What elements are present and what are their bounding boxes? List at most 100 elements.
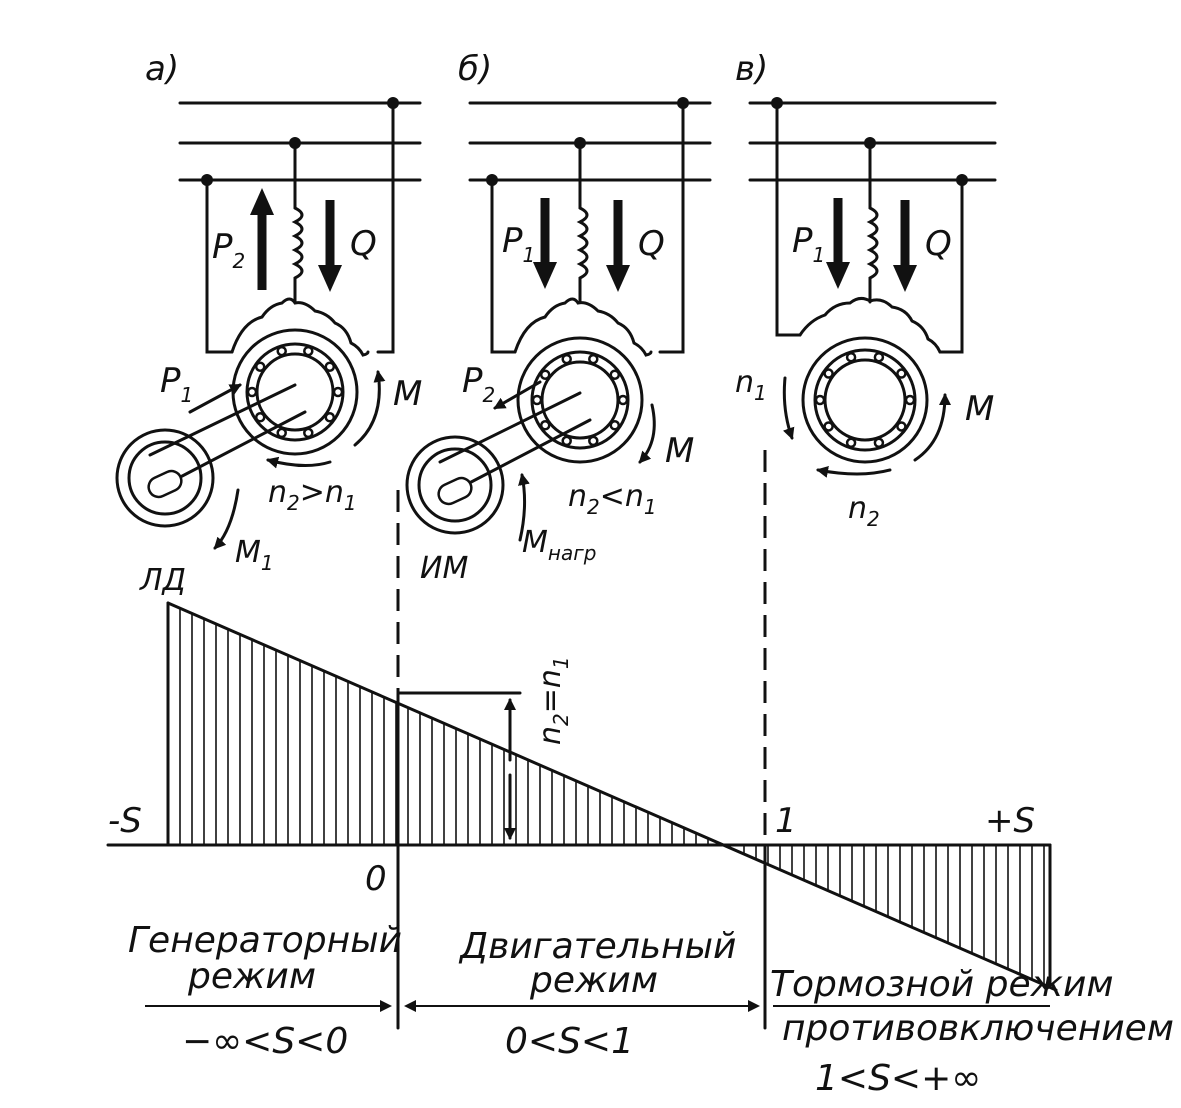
rotor-slot [873, 437, 885, 449]
panel-a-prime-mover-inner [127, 440, 203, 516]
panel-a-speed-label: n2>n1 [268, 475, 357, 515]
panel-b-speed-label: n2<n1 [568, 479, 657, 519]
panel-b-winding-coil [576, 206, 589, 304]
brake-mode-subtitle: противовключением [782, 1008, 1174, 1049]
panel-a-generator-circuit: а) P2 Q P1 M [115, 49, 422, 598]
panel-c-q-arrow-head [893, 265, 917, 292]
panel-b-stator-outer [516, 336, 644, 464]
panel-c-rotation-arrow [816, 465, 892, 478]
generator-mode-subtitle: режим [187, 956, 316, 997]
panel-b-wire-left [490, 178, 517, 354]
rotor-speed-line [166, 601, 1058, 992]
panel-b-machine-label: ИМ [420, 551, 468, 586]
panel-a-slots [246, 345, 344, 439]
negative-slip-label: -S [108, 801, 142, 841]
panel-b-wire-right [658, 101, 685, 354]
rotor-slot [254, 412, 266, 423]
rotor-slot [814, 394, 826, 406]
panel-c-wire-right [938, 178, 964, 354]
panel-c-p-label: P1 [792, 221, 825, 267]
rotor-slot [896, 368, 907, 379]
panel-a-p1-arrow [188, 383, 242, 414]
panel-a-machine-label: ЛД [139, 563, 186, 598]
panel-a-winding-coil [291, 206, 304, 304]
panel-b-working-machine-outer [405, 435, 505, 535]
rotor-slot [531, 394, 543, 406]
panel-b-q-label: Q [638, 224, 665, 264]
panel-b-slots [531, 353, 629, 447]
mode-labels: Генераторный режим Двигательный режим То… [128, 920, 1174, 1099]
rotor-slot [246, 386, 258, 398]
motor-mode-subtitle: режим [529, 960, 658, 1001]
panel-a-m1-label: M1 [235, 535, 274, 575]
slip-speed-graph: n2=n1 -S +S 0 1 [106, 450, 1058, 1030]
rotor-slot [303, 427, 314, 439]
panel-c-m-label: M [965, 389, 994, 429]
panel-c-power-arrow-head [826, 262, 850, 289]
positive-slip-label: +S [985, 801, 1035, 841]
panel-b-working-machine-inner [417, 447, 493, 523]
rotor-slot [845, 351, 857, 363]
panel-a-prime-mover-shaft [147, 469, 183, 499]
panel-a-p1-label: P1 [160, 361, 193, 407]
rotor-slot [588, 353, 599, 365]
panel-a-rotation-arrow [266, 456, 332, 469]
panel-b-m-label: M [665, 431, 694, 471]
sync-speed-label: n2=n1 [533, 656, 573, 745]
panel-a-m1-arrow [213, 488, 240, 550]
rotor-slot [609, 420, 621, 431]
panel-a-p-label: P2 [212, 227, 245, 273]
panel-a-q-arrow-head [318, 265, 342, 292]
panel-a-power-arrow-head [250, 188, 274, 215]
speed-hatching [179, 608, 1045, 985]
rotor-slot [617, 394, 629, 406]
rotor-slot [561, 435, 572, 447]
panel-c-n1-label: n1 [735, 365, 767, 405]
brake-slip-range: 1<S<+∞ [815, 1058, 981, 1099]
panel-a-stator-inner [245, 342, 345, 442]
rotor-slot [823, 368, 834, 379]
rotor-slot [332, 386, 344, 398]
rotor-slot [904, 394, 916, 406]
panel-b-power-arrow-head [533, 262, 557, 289]
panel-b-load-arrow [518, 473, 530, 542]
rotor-slot [303, 345, 314, 357]
panel-c-slots [814, 351, 916, 449]
rotor-slot [845, 437, 857, 449]
panel-b-stator-inner [530, 350, 630, 450]
rotor-slot [324, 361, 336, 372]
panel-b-torque-arrow [638, 403, 656, 464]
panel-a-letter: а) [145, 49, 179, 89]
panel-b-working-machine-shaft [437, 476, 473, 506]
rotor-slot [588, 435, 599, 447]
panel-b-motor-circuit: б) P1 Q P2 M n2<n1 Mнагр ИМ [405, 49, 712, 586]
rotor-slot [561, 353, 572, 365]
panel-b-p2-arrow [493, 380, 542, 410]
rotor-slot [254, 361, 266, 372]
panel-a-wire-right [376, 101, 395, 354]
panel-c-rotor [823, 358, 907, 442]
generator-slip-range: −∞<S<0 [182, 1021, 348, 1062]
panel-c-n2-label: n2 [848, 491, 880, 531]
rotor-slot [276, 427, 287, 439]
panel-c-letter: в) [735, 49, 768, 89]
panel-b-stator-winding [513, 297, 653, 357]
rotor-slot [823, 421, 834, 432]
rotor-slot [609, 369, 621, 380]
zero-slip-label: 0 [365, 859, 387, 899]
panel-c-torque-arrow [913, 393, 951, 462]
panel-a-wire-left [205, 178, 234, 354]
panel-a-stator-winding [230, 297, 370, 357]
panel-c-stator-inner [813, 348, 917, 452]
rotor-slot [873, 351, 885, 363]
panel-b-p2-label: P2 [462, 361, 495, 407]
panel-c-stator-winding [798, 296, 942, 354]
unit-slip-label: 1 [775, 801, 797, 841]
motor-mode-title: Двигательный [458, 926, 736, 967]
generator-mode-title: Генераторный [128, 920, 402, 961]
rotor-slot [276, 345, 287, 357]
rotor-slot [539, 369, 551, 380]
panel-b-letter: б) [458, 49, 492, 89]
